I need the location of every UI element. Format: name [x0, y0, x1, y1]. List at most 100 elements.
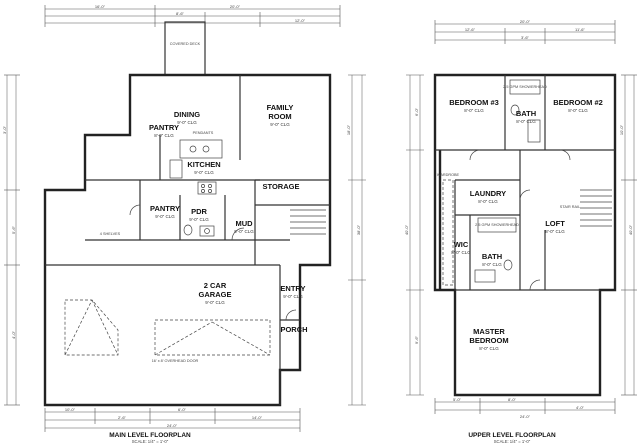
room-pdr-size: 9'-0" CLG [189, 217, 209, 222]
garage-door-outline: 16' x 8' OVERHEAD DOOR [64, 299, 271, 363]
pdr-fixtures [183, 224, 215, 237]
room-kitchen-size: 9'-0" CLG [194, 170, 214, 175]
main-left-dimensions: 3'-0" 5'-6" 4'-0" [2, 74, 20, 406]
room-storage: STORAGE [263, 182, 300, 191]
room-dining: DINING [174, 110, 200, 119]
room-family-1: FAMILY [267, 103, 294, 112]
room-dining-size: 9'-0" CLG [177, 120, 197, 125]
main-dim-left-2: 5'-6" [11, 225, 16, 234]
room-pantry-top-size: 8'-0" CLG [154, 133, 174, 138]
room-bedroom3: BEDROOM #3 [449, 98, 499, 107]
main-dim-bot-4: 14'-0" [252, 415, 263, 420]
upper-dim-top-1: 20'-0" [520, 19, 531, 24]
pendants-label: PENDANTS [193, 131, 214, 135]
room-bath-mid: BATH [482, 252, 502, 261]
room-master-2: BEDROOM [469, 336, 508, 345]
upper-bottom-dimensions: 5'-0" 8'-0" 4'-0" 24'-0" [434, 397, 616, 419]
room-laundry: LAUNDRY [470, 189, 506, 198]
room-garage-1: 2 CAR [204, 281, 227, 290]
upper-dim-top-2: 12'-6" [465, 27, 476, 32]
room-family-2: ROOM [268, 112, 291, 121]
upper-dim-top-4: 3'-6" [521, 35, 530, 40]
kitchen-fixtures: PENDANTS [169, 131, 223, 195]
room-master-size: 8'-0" CLG [479, 346, 499, 351]
room-mud: MUD [235, 219, 253, 228]
upper-interior-walls [435, 75, 615, 291]
main-level-scale: SCALE: 1/4" = 1'-0" [132, 439, 169, 444]
main-dim-bot-3: 6'-0" [178, 407, 187, 412]
main-dim-right-1: 38'-0" [356, 224, 361, 235]
upper-left-dimensions: 40'-0" 6'-0" 9'-6" [404, 74, 424, 396]
garage-door-label: 16' x 8' OVERHEAD DOOR [152, 359, 199, 363]
main-dim-top-3: 8'-6" [176, 11, 185, 16]
upper-dim-bot-1: 5'-0" [453, 397, 462, 402]
room-loft: LOFT [545, 219, 565, 228]
room-kitchen: KITCHEN [187, 160, 220, 169]
upper-dim-bot-2: 8'-0" [508, 397, 517, 402]
room-bedroom3-size: 8'-0" CLG [464, 108, 484, 113]
room-bedroom2: BEDROOM #2 [553, 98, 603, 107]
covered-deck: COVERED DECK [164, 21, 206, 76]
upper-dim-bot-3: 4'-0" [576, 405, 585, 410]
upper-dim-bot-4: 24'-0" [520, 414, 531, 419]
upper-dim-left-2: 6'-0" [414, 107, 419, 116]
room-bath-top-size: 8'-0" CLG [516, 119, 536, 124]
room-entry: ENTRY [280, 284, 305, 293]
main-dim-bot-2: 2'-6" [118, 415, 127, 420]
room-wic: WIC [454, 240, 469, 249]
room-garage-size: 9'-0" CLG [205, 300, 225, 305]
upper-dim-top-3: 11'-6" [575, 27, 585, 32]
room-loft-size: 8'-0" CLG [545, 229, 565, 234]
upper-dim-right-1: 40'-0" [628, 224, 633, 235]
upper-dim-left-3: 9'-6" [414, 335, 419, 344]
room-laundry-size: 8'-0" CLG [478, 199, 498, 204]
room-bedroom2-size: 8'-0" CLG [568, 108, 588, 113]
wardrobe-outline [442, 179, 454, 286]
stair-rail-note: STAIR RAIL [560, 205, 580, 209]
room-porch: PORCH [280, 325, 307, 334]
room-bath-top: BATH [516, 109, 536, 118]
room-garage-2: GARAGE [199, 290, 232, 299]
main-bottom-dimensions: 10'-0" 2'-6" 6'-0" 14'-0" 24'-0" [44, 407, 301, 432]
upper-stairs: STAIR RAIL [560, 189, 612, 227]
main-dim-top-4: 12'-0" [295, 18, 306, 23]
room-bath-mid-size: 8'-0" CLG [482, 262, 502, 267]
upper-level-title: UPPER LEVEL FLOORPLAN [468, 432, 556, 439]
upper-room-labels: BEDROOM #3 8'-0" CLG BATH 8'-0" CLG BEDR… [449, 98, 603, 351]
main-dim-bot-5: 24'-0" [167, 423, 178, 428]
main-right-dimensions: 38'-0" 18'-0" [346, 74, 366, 406]
upper-bath-fixtures: 2.5 GPM SHOWERHEAD 2.5 GPM SHOWERHEAD [474, 79, 547, 283]
main-dim-right-2: 18'-0" [346, 124, 351, 135]
upper-dim-right-2: 10'-0" [619, 124, 624, 135]
main-room-labels: DINING 9'-0" CLG FAMILY ROOM 9'-0" CLG K… [100, 103, 308, 334]
shower-top-note: 2.5 GPM SHOWERHEAD [503, 85, 547, 89]
shelves-note: 4 SHELVES [100, 232, 121, 236]
main-level-title: MAIN LEVEL FLOORPLAN [109, 432, 191, 439]
upper-level-plan: 20'-0" 12'-6" 11'-6" 3'-6" 40'-0" 6'-0" … [404, 19, 637, 444]
room-family-size: 9'-0" CLG [270, 122, 290, 127]
wardrobe-note: WARDROBE [437, 173, 460, 177]
room-pantry-top: PANTRY [149, 123, 179, 132]
upper-top-dimensions: 20'-0" 12'-6" 11'-6" 3'-6" [434, 19, 616, 44]
main-level-plan: 16'-0" 20'-0" 8'-6" 12'-0" 3'-0" 5'-6" 4… [2, 4, 366, 444]
upper-door-swings [469, 149, 571, 291]
main-dim-top-2: 20'-0" [230, 4, 241, 9]
upper-exterior-wall [433, 73, 617, 397]
room-entry-size: 9'-0" CLG [283, 294, 303, 299]
room-pantry-low: PANTRY [150, 204, 180, 213]
main-dim-left-1: 3'-0" [2, 125, 7, 134]
upper-dim-left-1: 40'-0" [404, 224, 409, 235]
upper-right-dimensions: 40'-0" 10'-0" [619, 74, 637, 396]
room-wic-size: 8'-0" CLG [451, 250, 471, 255]
room-pdr: PDR [191, 207, 207, 216]
main-dim-bot-1: 10'-0" [65, 407, 76, 412]
shower-mid-note: 2.5 GPM SHOWERHEAD [475, 223, 519, 227]
main-stairs [290, 209, 326, 235]
covered-deck-label: COVERED DECK [170, 42, 201, 46]
main-top-dimensions: 16'-0" 20'-0" 8'-6" 12'-0" [44, 4, 341, 27]
main-door-swings [129, 204, 297, 321]
main-dim-top-1: 16'-0" [95, 4, 106, 9]
room-pantry-low-size: 9'-0" CLG [155, 214, 175, 219]
upper-level-scale: SCALE: 1/4" = 1'-0" [494, 439, 531, 444]
